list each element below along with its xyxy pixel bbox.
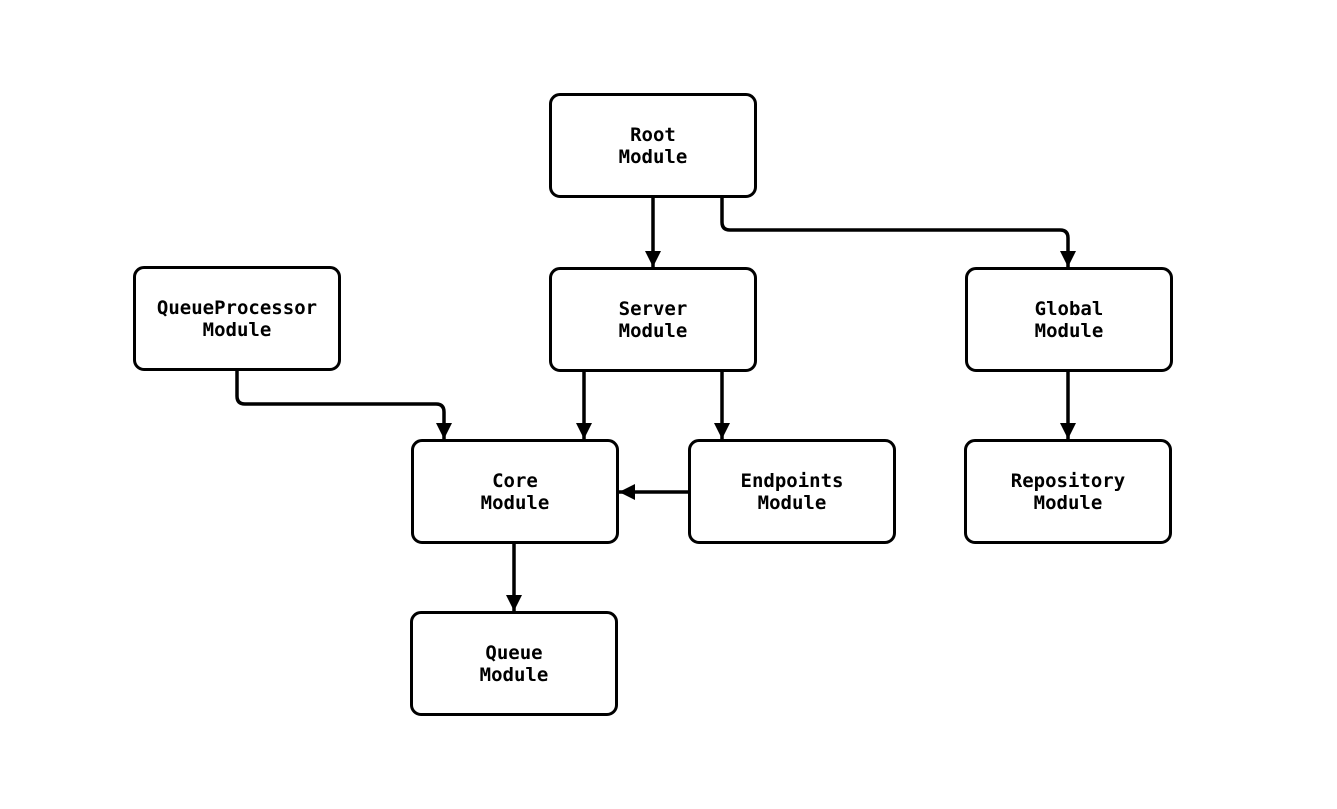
edge-root-to-global [720, 198, 1076, 267]
node-repository-module: Repository Module [964, 439, 1172, 544]
node-global-module-label: Global Module [1034, 297, 1104, 342]
node-global-module: Global Module [965, 267, 1173, 372]
node-root-module-label: Root Module [618, 123, 688, 168]
node-root-module: Root Module [549, 93, 757, 198]
node-endpoints-module: Endpoints Module [688, 439, 896, 544]
node-queueprocessor-module: QueueProcessor Module [133, 266, 341, 371]
node-queueprocessor-module-label: QueueProcessor Module [156, 296, 318, 341]
node-queue-module-label: Queue Module [479, 641, 549, 686]
node-core-module-label: Core Module [480, 469, 550, 514]
node-core-module: Core Module [411, 439, 619, 544]
node-server-module-label: Server Module [618, 297, 688, 342]
node-server-module: Server Module [549, 267, 757, 372]
node-endpoints-module-label: Endpoints Module [740, 469, 844, 514]
node-repository-module-label: Repository Module [1010, 469, 1126, 514]
node-queue-module: Queue Module [410, 611, 618, 716]
edge-queueprocessor-to-core [235, 371, 452, 439]
